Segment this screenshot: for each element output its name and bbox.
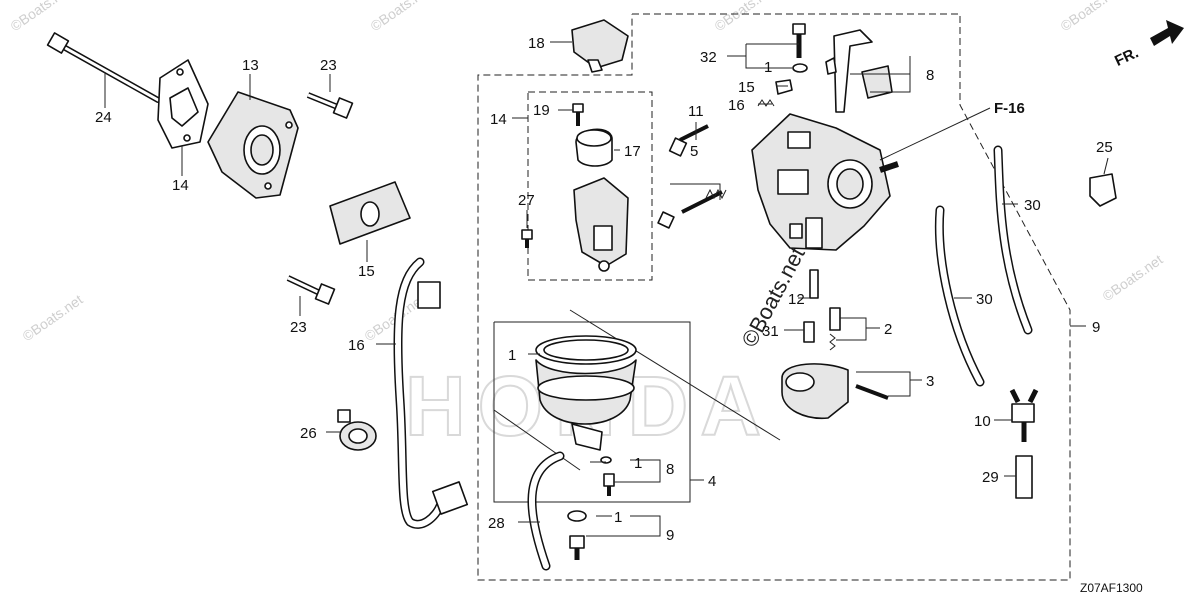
- part-25-tube-clip[interactable]: [1089, 173, 1117, 207]
- callout-1-upper: 1: [764, 59, 772, 76]
- callout-15: 15: [358, 263, 375, 280]
- callout-5: 5: [690, 143, 698, 160]
- part-23-flange-bolt-lower[interactable]: [286, 275, 336, 305]
- watermark-text: ©Boats.net: [711, 0, 777, 34]
- callout-8: 8: [926, 67, 934, 84]
- part-31-float-valve[interactable]: [803, 321, 815, 343]
- front-direction-label: FR.: [1112, 44, 1141, 70]
- callout-29: 29: [982, 469, 999, 486]
- callout-6: 8: [666, 461, 674, 478]
- callout-14: 14: [172, 177, 189, 194]
- callout-4: 4: [708, 473, 716, 490]
- part-6-drain-screw[interactable]: [600, 456, 615, 496]
- part-7-bowl-bolt[interactable]: [567, 510, 587, 560]
- callout-28: 28: [488, 515, 505, 532]
- part-16-wire-harness[interactable]: [393, 257, 469, 529]
- assembly-boundaries: [477, 13, 1071, 581]
- callout-3: 3: [926, 373, 934, 390]
- watermark-text: ©Boats.net: [367, 0, 433, 34]
- part-30-fuel-tube-right[interactable]: [993, 145, 1033, 335]
- callout-30-left: 30: [976, 291, 993, 308]
- part-18-clip[interactable]: [775, 79, 793, 95]
- carburetor-body[interactable]: [751, 113, 899, 251]
- part-19-spring-screw[interactable]: [757, 99, 775, 107]
- callout-19: 16: [728, 97, 745, 114]
- callout-21: 18: [528, 35, 545, 52]
- front-direction-indicator: FR.: [1112, 20, 1184, 70]
- part-23-flange-bolt-upper[interactable]: [306, 92, 354, 119]
- reference-label: F-16: [994, 100, 1025, 117]
- part-26-hose-clamp[interactable]: [337, 409, 377, 451]
- part-24-long-bolt[interactable]: [46, 32, 161, 103]
- part-11-throttle-stop-screw[interactable]: [668, 124, 709, 157]
- figure-code: Z07AF1300: [1080, 581, 1143, 595]
- callout-17: 14: [490, 111, 507, 128]
- watermark-text: ©Boats.net: [1057, 0, 1123, 34]
- callout-labels: 18 13 23 24 14 15 23 16 26 19 14 17 27 1…: [95, 35, 1113, 544]
- callout-16: 16: [348, 337, 365, 354]
- part-14-insulator-gasket[interactable]: [157, 59, 209, 149]
- callout-13: 13: [242, 57, 259, 74]
- part-21-cover-cap[interactable]: [571, 19, 629, 73]
- callout-31: 31: [762, 323, 779, 340]
- callout-22: 19: [533, 102, 550, 119]
- callout-30-right: 30: [1024, 197, 1041, 214]
- part-32-drain-screw[interactable]: [792, 23, 806, 58]
- callout-10: 10: [974, 413, 991, 430]
- callout-1-washer: 1: [614, 509, 622, 526]
- callout-24: 24: [95, 109, 112, 126]
- part-27-screw[interactable]: [521, 229, 533, 248]
- callout-12: 12: [788, 291, 805, 308]
- part-12-main-jet[interactable]: [809, 269, 819, 299]
- callout-1-drain: 1: [634, 455, 642, 472]
- callout-25: 25: [1096, 139, 1113, 156]
- leader-lines: [104, 41, 1109, 537]
- part-3-float[interactable]: [781, 363, 889, 420]
- part-10-three-way-joint[interactable]: [1009, 388, 1039, 442]
- callout-26: 26: [300, 425, 317, 442]
- watermark-text: ©Boats.net: [7, 0, 73, 34]
- arrow-icon: [1150, 20, 1184, 46]
- part-30-fuel-tube-left[interactable]: [934, 205, 985, 387]
- part-1-o-ring-upper[interactable]: [792, 63, 808, 73]
- callout-20: 17: [624, 143, 641, 160]
- callout-7: 9: [666, 527, 674, 544]
- callout-9: 9: [1092, 319, 1100, 336]
- reference-f16: F-16: [879, 100, 1025, 161]
- part-28-drain-tube[interactable]: [527, 451, 565, 571]
- part-2-float-valve-set[interactable]: [829, 307, 841, 351]
- part-13-carburetor-insulator[interactable]: [207, 91, 299, 199]
- part-29-short-tube[interactable]: [1015, 455, 1033, 499]
- callout-18: 15: [738, 79, 755, 96]
- callout-23-lower: 23: [290, 319, 307, 336]
- part-17-solenoid-bracket[interactable]: [573, 177, 629, 272]
- callout-11: 11: [688, 103, 704, 120]
- part-22-screw[interactable]: [572, 103, 584, 126]
- part-1-float-chamber[interactable]: [535, 335, 637, 451]
- callout-27: 27: [518, 192, 535, 209]
- watermark-text: ©Boats.net: [1099, 251, 1165, 304]
- watermark-text: ©Boats.net: [19, 291, 85, 344]
- callout-23-upper: 23: [320, 57, 337, 74]
- part-5-pilot-screw-set[interactable]: [657, 188, 727, 229]
- part-20-fuel-cut-solenoid[interactable]: [575, 128, 613, 167]
- part-15-heat-shield-plate[interactable]: [329, 181, 411, 245]
- part-8-choke-lever[interactable]: [825, 29, 893, 113]
- callout-1-bowl: 1: [508, 347, 516, 364]
- callout-32: 32: [700, 49, 717, 66]
- callout-2: 2: [884, 321, 892, 338]
